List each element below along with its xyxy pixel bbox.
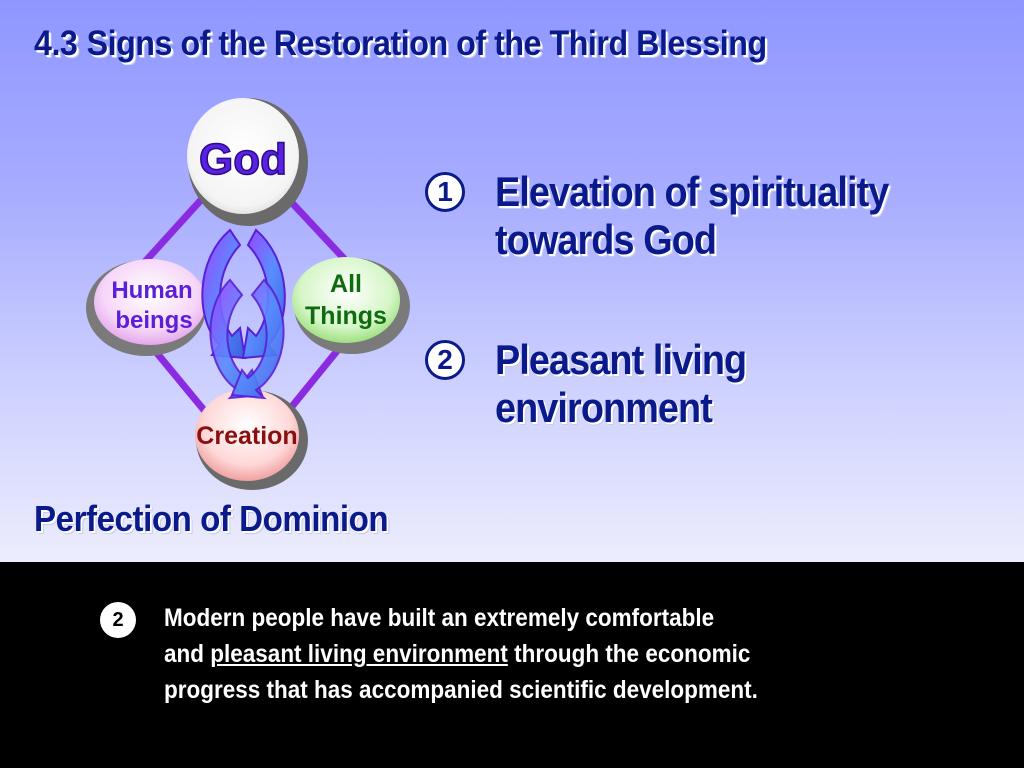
point-1-line2: towards God [495, 216, 717, 263]
note-line2: and pleasant living environment through … [164, 636, 758, 672]
human-beings-node: Human beings [86, 259, 206, 356]
title-text: Signs of the Restoration of the Third Bl… [86, 24, 768, 63]
creation-label: Creation [196, 422, 297, 450]
human-label-line1: Human [111, 277, 192, 304]
note-text: Modern people have built an extremely co… [164, 600, 758, 708]
dominion-diagram: God Human beings All Things Creation [86, 98, 410, 490]
human-label-line2: beings [115, 307, 192, 334]
note-panel: 2 Modern people have built an extremely … [100, 600, 824, 708]
note-line2-pre: and [164, 640, 211, 668]
point-1-number: 1 [425, 172, 465, 212]
note-line3: progress that has accompanied scientific… [164, 676, 758, 704]
cycle-arrows-icon [201, 228, 286, 400]
point-1-line1: Elevation of spirituality [495, 168, 889, 215]
god-node: God [187, 98, 308, 226]
point-2-line1: Pleasant living [495, 336, 747, 383]
point-1-text: Elevation of spirituality towards God [495, 168, 889, 264]
note-line1: Modern people have built an extremely co… [164, 604, 715, 632]
creation-node: Creation [195, 389, 308, 490]
god-label: God [199, 135, 287, 184]
things-label-line1: All [330, 270, 362, 298]
point-2-line2: environment [495, 384, 713, 431]
point-2: 2 Pleasant living environment [425, 336, 774, 432]
title-number: 4.3 [34, 24, 78, 63]
note-line2-post: through the economic [507, 640, 751, 668]
diagram-caption: Perfection of Dominion [34, 498, 389, 539]
note-highlight: pleasant living environment [210, 640, 508, 668]
all-things-node: All Things [292, 257, 410, 354]
things-label-line2: Things [305, 302, 387, 330]
point-2-number: 2 [425, 340, 465, 380]
point-2-text: Pleasant living environment [495, 336, 747, 432]
point-1: 1 Elevation of spirituality towards God [425, 168, 932, 264]
note-number: 2 [100, 602, 136, 638]
